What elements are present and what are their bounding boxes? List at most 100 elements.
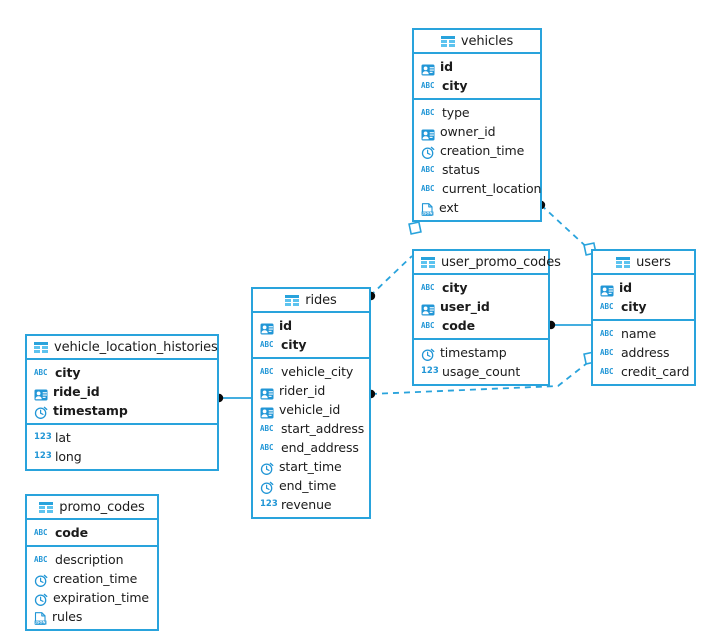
abc-string-icon: ABC (260, 367, 274, 376)
svg-text:JSON: JSON (422, 212, 433, 216)
field-row: creation_time (414, 141, 540, 160)
table-title: user_promo_codes (441, 254, 561, 270)
field-name: timestamp (53, 403, 128, 418)
table-title: promo_codes (59, 499, 145, 515)
field-name: status (442, 162, 480, 177)
field-name: code (442, 318, 476, 333)
id-card-icon (260, 320, 274, 334)
abc-string-icon: ABC (600, 302, 614, 311)
field-name: end_address (281, 440, 359, 455)
table-header[interactable]: users (593, 251, 694, 275)
field-row: timestamp (414, 343, 548, 362)
id-card-icon (260, 385, 274, 399)
field-row: end_time (253, 476, 369, 495)
field-name: description (55, 552, 124, 567)
field-name: id (619, 280, 633, 295)
field-name: name (621, 326, 657, 341)
table-grid-icon (440, 35, 455, 47)
abc-string-icon: ABC (600, 329, 614, 338)
abc-string-icon: ABC (421, 165, 435, 174)
field-name: start_time (279, 459, 342, 474)
table-title: rides (305, 292, 337, 308)
clock-icon (34, 572, 48, 587)
field-name: city (442, 78, 468, 93)
field-row: start_time (253, 457, 369, 476)
field-name: type (442, 105, 470, 120)
relationship-vehicles-to-users (536, 200, 597, 256)
field-name: owner_id (440, 124, 496, 139)
field-row: ABC end_address (253, 438, 369, 457)
clock-icon (34, 404, 48, 419)
123-number-icon: 123 (260, 499, 278, 509)
table-grid-icon (421, 256, 435, 268)
primary-key-row: ride_id (27, 382, 217, 401)
id-card-icon (34, 386, 48, 400)
field-row: creation_time (27, 569, 157, 588)
field-row: vehicle_id (253, 400, 369, 419)
table-title: vehicles (460, 33, 514, 49)
abc-string-icon: ABC (600, 348, 614, 357)
relationship-vehicle_location_histories-to-rides (214, 393, 251, 403)
primary-key-row: id (593, 278, 694, 297)
field-name: start_address (281, 421, 365, 436)
clock-icon (34, 591, 48, 606)
primary-key-row: timestamp (27, 401, 217, 420)
primary-key-block: ABC city ride_id timestamp (27, 360, 217, 425)
abc-string-icon: ABC (421, 184, 435, 193)
field-name: city (55, 365, 81, 380)
table-grid-icon (285, 294, 300, 306)
field-row: expiration_time (27, 588, 157, 607)
table-grid-icon (34, 341, 48, 353)
clock-icon (421, 346, 435, 361)
abc-string-icon: ABC (34, 528, 48, 537)
field-name: creation_time (440, 143, 525, 158)
abc-string-icon: ABC (34, 555, 48, 564)
field-name: ride_id (53, 384, 100, 399)
field-block: ABC description creation_time expiration_ti… (27, 547, 157, 629)
id-card-icon (600, 282, 614, 296)
field-name: timestamp (440, 345, 507, 360)
field-name: revenue (281, 497, 332, 512)
123-number-icon: 123 (34, 432, 52, 442)
relationship-target-square (408, 221, 422, 235)
abc-string-icon: ABC (600, 367, 614, 376)
table-header[interactable]: rides (253, 289, 369, 313)
json-document-icon: JSON (34, 610, 47, 625)
abc-string-icon: ABC (34, 368, 48, 377)
clock-icon (260, 479, 274, 494)
table-title: users (636, 254, 671, 270)
123-number-icon: 123 (421, 366, 439, 376)
table-header[interactable]: vehicle_location_histories (27, 336, 218, 360)
abc-string-icon: ABC (421, 283, 435, 292)
field-name: rider_id (279, 383, 326, 398)
field-name: expiration_time (53, 590, 150, 605)
table-header[interactable]: promo_codes (27, 496, 157, 520)
field-name: id (440, 59, 454, 74)
table-header[interactable]: vehicles (414, 30, 540, 54)
abc-string-icon: ABC (260, 443, 274, 452)
table-header[interactable]: user_promo_codes (414, 251, 561, 275)
